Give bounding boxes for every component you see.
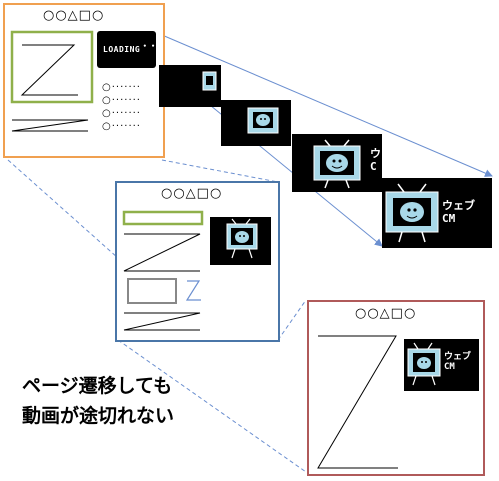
dashed-connector-blue-to-red-right: [277, 299, 307, 341]
frame-1-list-3: ○·······: [102, 108, 141, 119]
tv-icon-final: [385, 183, 439, 243]
frame-2-z-glyph: [123, 233, 201, 272]
arrow-loading-to-top-video: [154, 31, 493, 177]
dashed-connector-orange-to-blue: [7, 159, 119, 259]
loading-video[interactable]: LOADING • •: [97, 31, 156, 68]
frame-1-z-glyph: [20, 44, 78, 96]
tv-icon-frame-2: [226, 218, 258, 259]
tv-icon-small: [202, 71, 217, 91]
frame-1-list-4: ○·······: [102, 121, 141, 132]
caption-line-2: 動画が途切れない: [22, 405, 175, 427]
loading-dots: • •: [143, 43, 156, 50]
frame-1-list-2: ○·······: [102, 95, 141, 106]
frame-2-small-z-glyph: [123, 312, 201, 331]
loading-label: LOADING: [103, 45, 141, 54]
frame-2-title: ○○△□○: [161, 186, 223, 201]
tv-icon-medium: [247, 107, 279, 134]
frame-1-small-z-glyph: [11, 119, 89, 132]
dashed-connector-orange-to-blue-right: [161, 159, 279, 183]
frame-1-title: ○○△□○: [43, 8, 105, 23]
video-final-cm-text: ウェブ CM: [442, 199, 475, 225]
frame-1-list-1: ○·······: [102, 82, 141, 93]
frame-1-green-box: [10, 30, 94, 104]
frame-3-title: ○○△□○: [355, 306, 417, 321]
tv-icon-large: [313, 139, 361, 189]
frame-2-green-bar: [122, 210, 204, 226]
page-frame-1: ○○△□○: [3, 3, 165, 158]
video-large-cm-text: ウ C: [370, 147, 381, 173]
caption-line-1: ページ遷移しても: [22, 375, 173, 397]
frame-2-blue-z-glyph: [185, 280, 201, 301]
frame-2-gray-box: [127, 278, 177, 304]
dashed-connector-blue-to-red: [117, 339, 307, 473]
frame-3-z-glyph: [317, 335, 398, 469]
tv-icon-frame-3: [407, 342, 441, 386]
frame-3-video-cm-text: ウェブ CM: [444, 352, 472, 373]
